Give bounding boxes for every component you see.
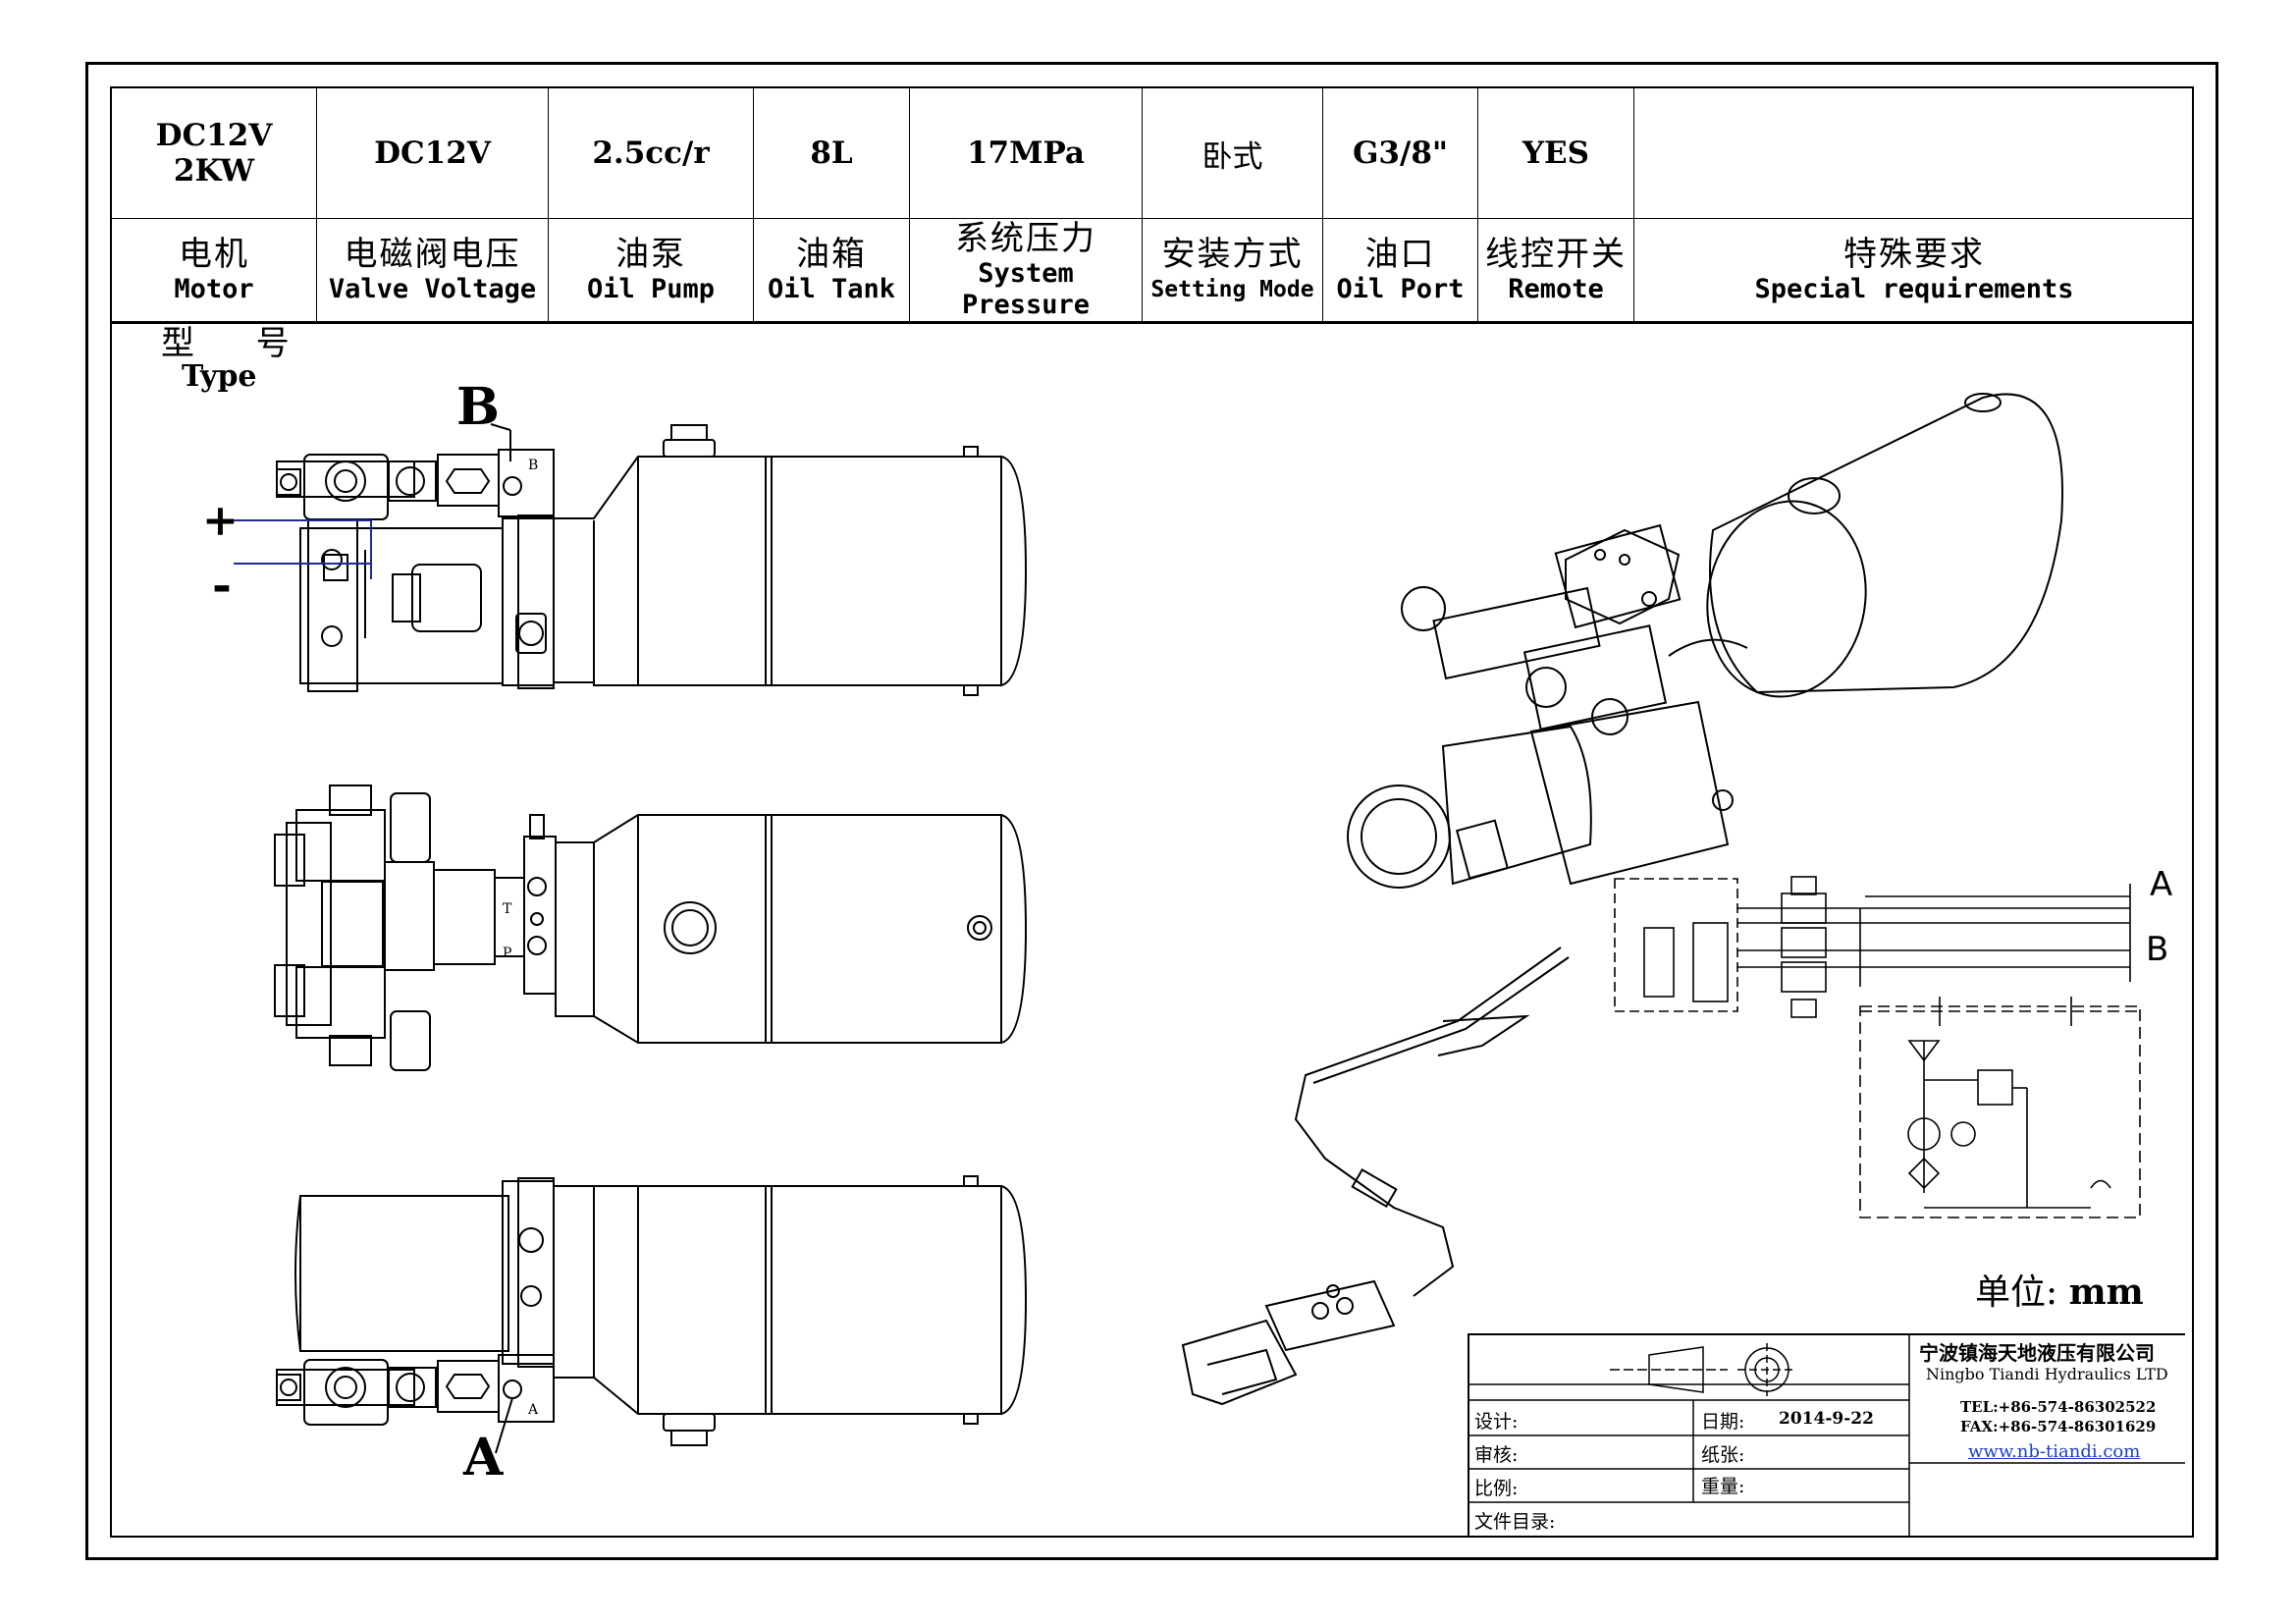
top-view-port-b-mark: B <box>528 458 538 473</box>
spec-table: DC12V 2KW DC12V 2.5cc/r 8L 17MPa 卧式 G3/8… <box>112 88 2194 324</box>
company-tel: TEL:+86-574-86302522 <box>1960 1398 2157 1416</box>
company-name-en: Ningbo Tiandi Hydraulics LTD <box>1926 1365 2168 1383</box>
value-system-pressure: 17MPa <box>909 88 1143 219</box>
value-oil-port: G3/8" <box>1322 88 1478 219</box>
value-valve-voltage: DC12V <box>316 88 549 219</box>
minus-terminal-label: - <box>212 558 232 613</box>
drawing-border-outer <box>85 62 2218 1560</box>
value-oil-tank: 8L <box>753 88 910 219</box>
isometric-view <box>1347 393 2063 889</box>
drawing-border-inner <box>110 86 2194 1538</box>
front-view: T P <box>274 784 1028 1071</box>
value-motor: DC12V 2KW <box>112 88 317 219</box>
top-view: B <box>234 423 1028 696</box>
title-block <box>1468 1333 2185 1536</box>
design-label: 设计: <box>1474 1411 1519 1433</box>
company-name-cn: 宁波镇海天地液压有限公司 <box>1919 1341 2155 1365</box>
date-label: 日期: <box>1701 1411 1745 1433</box>
date-value: 2014-9-22 <box>1779 1409 1874 1429</box>
valve-block-iso <box>1565 528 1681 625</box>
front-view-p-mark: P <box>503 946 511 961</box>
weight-label: 重量: <box>1701 1476 1745 1497</box>
value-setting-mode: 卧式 <box>1142 88 1323 219</box>
value-special <box>1633 88 2194 219</box>
bottom-view-port-a-mark: A <box>527 1402 539 1418</box>
value-remote: YES <box>1477 88 1634 219</box>
port-a-label: A <box>462 1428 504 1488</box>
schematic-port-a: A <box>2150 865 2172 904</box>
spec-values-row: DC12V 2KW DC12V 2.5cc/r 8L 17MPa 卧式 G3/8… <box>112 88 2194 219</box>
review-label: 审核: <box>1474 1444 1519 1466</box>
sheets-label: 纸张: <box>1701 1444 1745 1466</box>
hydraulic-schematic <box>1614 876 2141 1218</box>
scale-label: 比例: <box>1474 1478 1519 1499</box>
type-label-en: Type <box>182 359 257 394</box>
file-dir-label: 文件目录: <box>1474 1511 1556 1533</box>
bottom-view: A <box>276 1175 1028 1454</box>
type-label-cn: 型 号 <box>161 324 315 363</box>
value-oil-pump: 2.5cc/r <box>548 88 754 219</box>
title-block-lines <box>1468 1333 2185 1538</box>
port-b-label: B <box>456 377 500 437</box>
front-view-t-mark: T <box>503 901 512 917</box>
company-fax: FAX:+86-574-86301629 <box>1960 1418 2157 1435</box>
schematic-port-b: B <box>2146 930 2168 969</box>
plus-terminal-label: + <box>202 496 239 546</box>
company-website-link[interactable]: www.nb-tiandi.com <box>1968 1441 2141 1462</box>
units-label: 单位: mm <box>1975 1271 2144 1313</box>
remote-control <box>1181 947 1570 1406</box>
